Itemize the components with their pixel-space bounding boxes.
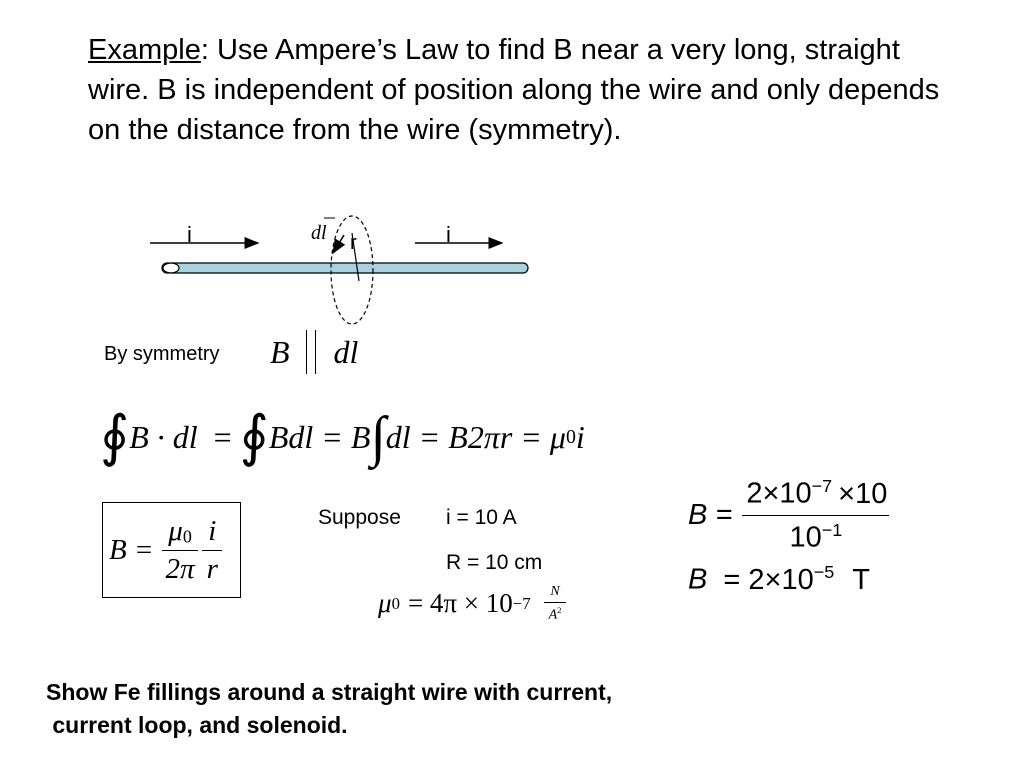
symmetry-B: B [270,333,290,370]
Bdl: Bdl [268,418,314,455]
mu0-value: = 4π × 10 [407,588,513,619]
symmetry-equation: B dl [270,330,358,374]
amperian-loop [330,215,374,325]
boxed-result: B = μ0 2π i r [102,502,241,598]
radius-line [351,232,360,282]
footer-line-2: current loop, and solenoid. [46,712,348,738]
equals-B: = B [321,418,371,455]
calc-line2-unit: T [852,563,871,596]
mu0-unit-den: A [548,607,558,623]
current-right-label: i [446,222,451,247]
equals-1: = [213,418,232,455]
boxed-2pi: 2π [165,553,195,585]
integral-result: dl = B2πr = μ [385,418,566,455]
boxed-mu: μ [168,515,183,547]
by-symmetry-label: By symmetry [104,343,220,365]
calc-lhs-1: B = [688,498,733,531]
suppose-radius: R = 10 cm [446,551,543,574]
B-dot-dl: B · dl [129,418,198,455]
boxed-i: i [202,515,223,551]
mu0-sub: 0 [391,593,400,613]
calc-num-b: ×10 [838,477,888,510]
dl-arrow [332,234,346,255]
calculation-line-1: B = 2×10−7×10 10−1 [688,476,890,554]
intro-paragraph: Example: Use Ampere’s Law to find B near… [88,30,948,150]
boxed-lhs: B = [109,534,154,566]
suppose-current: i = 10 A [446,506,517,529]
contour-integral-icon-2: ∮ [239,406,269,468]
wire-diagram: i i dl r [150,215,529,325]
mu0-mu: μ [378,588,392,619]
radius-label: r [350,232,357,254]
integral-icon: ∫ [370,406,386,468]
parallel-symbol [305,330,316,374]
intro-text: : Use Ampere’s Law to find B near a very… [88,34,940,146]
calc-den-exp: −1 [821,519,843,540]
symmetry-dl: dl [333,333,359,370]
mu0-exp: −7 [512,593,531,613]
calc-lhs-2: B [688,563,708,596]
calc-line2-eq: = 2×10 [723,563,814,596]
suppose-label: Suppose [318,506,401,529]
boxed-r: r [206,553,218,585]
footer-note: Show Fe fillings around a straight wire … [46,676,612,742]
dl-label: dl [311,222,327,244]
mu0-unit-den-exp: 2 [557,605,562,615]
calc-den: 10 [789,521,822,554]
enclosed-current: i [575,418,585,455]
contour-integral-icon: ∮ [100,406,130,468]
footer-line-1: Show Fe fillings around a straight wire … [46,679,613,705]
mu0-unit-num: N [544,584,566,603]
example-label: Example [88,34,201,66]
wire [161,262,529,274]
calc-num-a: 2×10 [746,477,812,510]
mu0-subscript: 0 [565,425,576,448]
calculation-line-2: B = 2×10−5 T [688,562,870,597]
calc-num-a-exp: −7 [811,476,833,496]
boxed-mu-sub: 0 [182,526,192,547]
calc-line2-exp: −5 [813,562,835,582]
wire-end [162,262,180,274]
current-left-label: i [187,222,192,247]
